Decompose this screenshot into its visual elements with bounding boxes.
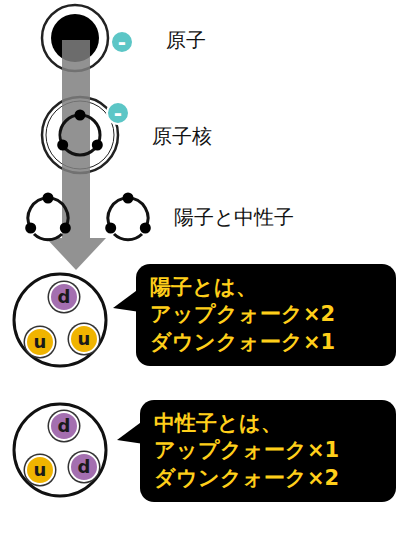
stage-label: 原子核	[152, 124, 212, 148]
quark-circle: d	[49, 411, 79, 441]
particle-letter: u	[34, 461, 47, 479]
quark-circle: u	[25, 327, 55, 357]
callout-text: ダウンクォーク×2	[154, 465, 382, 492]
nucleon-symbols	[25, 193, 151, 240]
down-arrow	[46, 40, 106, 270]
callout-text: ダウンクォーク×1	[150, 329, 382, 356]
particle-letter: d	[58, 417, 71, 435]
stage-label: 原子	[166, 28, 206, 52]
particle-letter: d	[78, 458, 91, 476]
quark-circle: d	[69, 452, 99, 482]
callout-text: アップクォーク×1	[154, 437, 382, 464]
callout-text: 陽子とは、	[150, 274, 382, 301]
callout-text: アップクォーク×2	[150, 301, 382, 328]
electron-circle: -	[106, 101, 130, 125]
particle-letter: -	[118, 32, 126, 52]
quark-circle: u	[69, 324, 99, 354]
particle-letter: d	[58, 288, 71, 306]
particle-letter: u	[78, 330, 91, 348]
callout-box: 中性子とは、アップクォーク×1ダウンクォーク×2	[140, 400, 396, 502]
proton-circle	[14, 274, 106, 366]
callout-text: 中性子とは、	[154, 410, 382, 437]
particle-letter: u	[34, 333, 47, 351]
quark-circle: d	[49, 282, 79, 312]
nucleus-dots	[57, 110, 103, 151]
neutron-circle	[14, 404, 106, 496]
stage-label: 陽子と中性子	[174, 205, 294, 229]
quark-circle: u	[25, 455, 55, 485]
electron-circle: -	[110, 30, 134, 54]
callout-box: 陽子とは、アップクォーク×2ダウンクォーク×1	[136, 264, 396, 366]
particle-letter: -	[114, 103, 122, 123]
